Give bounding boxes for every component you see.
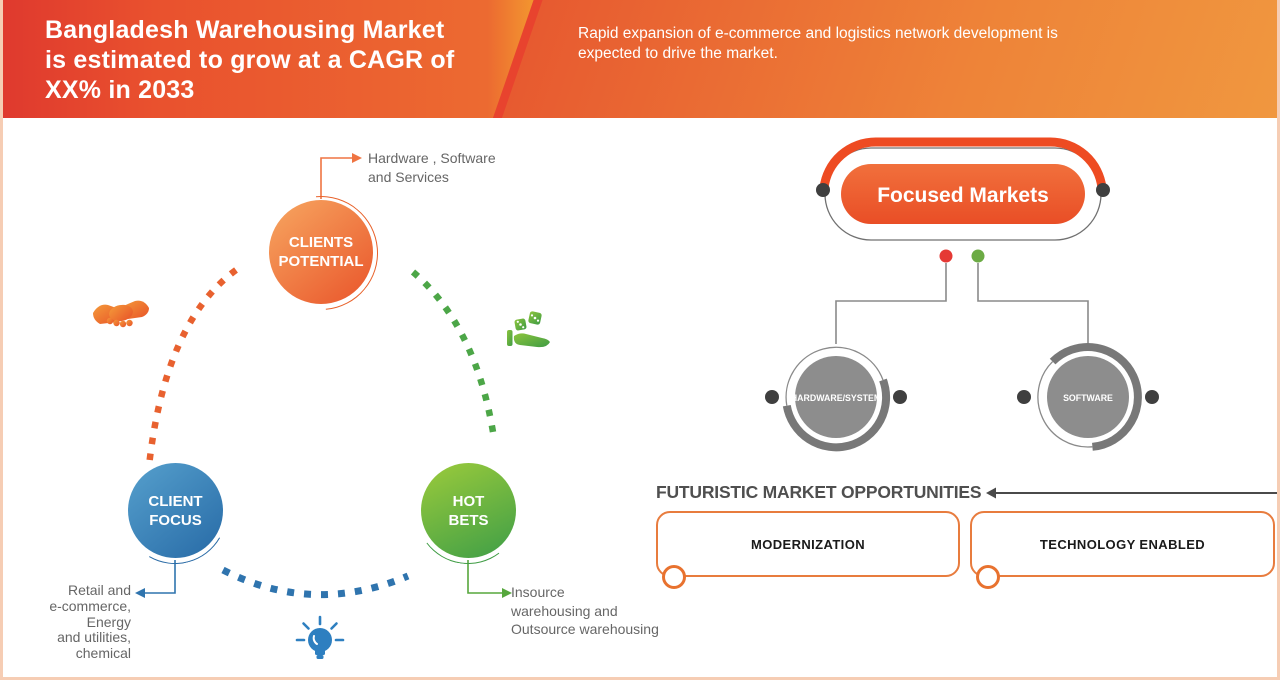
software-thin-arc (1037, 361, 1093, 448)
software-left-dot (1017, 390, 1031, 404)
connector-hot-bets (467, 560, 502, 594)
cycle-arc-green (410, 269, 497, 433)
annotation-retail-ecommerce: Retail and e-commerce, Energy and utilit… (49, 582, 131, 662)
branch-line-left (835, 263, 947, 344)
annotation-hardware-software: Hardware , Software and Services (368, 150, 496, 185)
box-corner-circle (976, 565, 1000, 589)
opportunities-heading: FUTURISTIC MARKET OPPORTUNITIES (656, 482, 982, 502)
opportunity-box-technology: TECHNOLOGY ENABLED (970, 511, 1275, 577)
software-right-dot (1145, 390, 1159, 404)
node-clients-potential: CLIENTS POTENTIAL (269, 200, 373, 304)
hardware-left-dot (765, 390, 779, 404)
hardware-thick-arc (782, 378, 891, 452)
diagram-canvas: Focused Markets HARDWARE/SYSTEM SOFTWARE (93, 137, 1277, 659)
node-client-focus: CLIENT FOCUS (128, 463, 223, 558)
opportunity-box-modernization: MODERNIZATION (656, 511, 960, 577)
arrow-right-icon (352, 153, 362, 163)
connector-client-focus (144, 560, 176, 594)
focused-markets-pill (841, 164, 1085, 224)
branch-dot-red (939, 249, 953, 263)
connector-clients-potential (320, 157, 352, 199)
opportunity-label: TECHNOLOGY ENABLED (1039, 536, 1206, 552)
branch-line-right (977, 263, 1089, 344)
opportunity-label: MODERNIZATION (750, 536, 865, 552)
handshake-icon (93, 300, 149, 328)
pill-top-arc (819, 137, 1107, 193)
arrow-left-icon (135, 588, 145, 598)
hardware-label: HARDWARE/SYSTEM (791, 393, 881, 403)
box-corner-circle (662, 565, 686, 589)
page-subtitle: Rapid expansion of e-commerce and logist… (578, 25, 1058, 62)
software-label: SOFTWARE (1063, 393, 1113, 403)
hand-dice-icon (507, 311, 550, 348)
pill-left-dot (816, 183, 830, 197)
annotation-insource-outsource: Insource warehousing and Outsource wareh… (511, 584, 659, 637)
branch-node-hardware: HARDWARE/SYSTEM (765, 346, 907, 452)
hardware-right-dot (893, 390, 907, 404)
pill-right-dot (1096, 183, 1110, 197)
branch-dot-green (971, 249, 985, 263)
hardware-thin-arc (785, 346, 884, 406)
arrow-left-icon (986, 487, 996, 499)
lightbulb-icon (295, 615, 345, 659)
node-hot-bets: HOT BETS (421, 463, 516, 558)
arrow-right-icon (502, 588, 512, 598)
cycle-arc-orange (145, 267, 238, 467)
focused-markets-title: Focused Markets (877, 184, 1049, 207)
cycle-arc-blue (221, 566, 410, 599)
page-title: Bangladesh Warehousing Market is estimat… (45, 16, 455, 104)
branch-node-software: SOFTWARE (1017, 343, 1159, 451)
software-circle (1047, 356, 1129, 438)
software-thick-arc (1049, 343, 1142, 451)
hardware-circle (795, 356, 877, 438)
header-banner: Bangladesh Warehousing Market is estimat… (3, 0, 1277, 118)
